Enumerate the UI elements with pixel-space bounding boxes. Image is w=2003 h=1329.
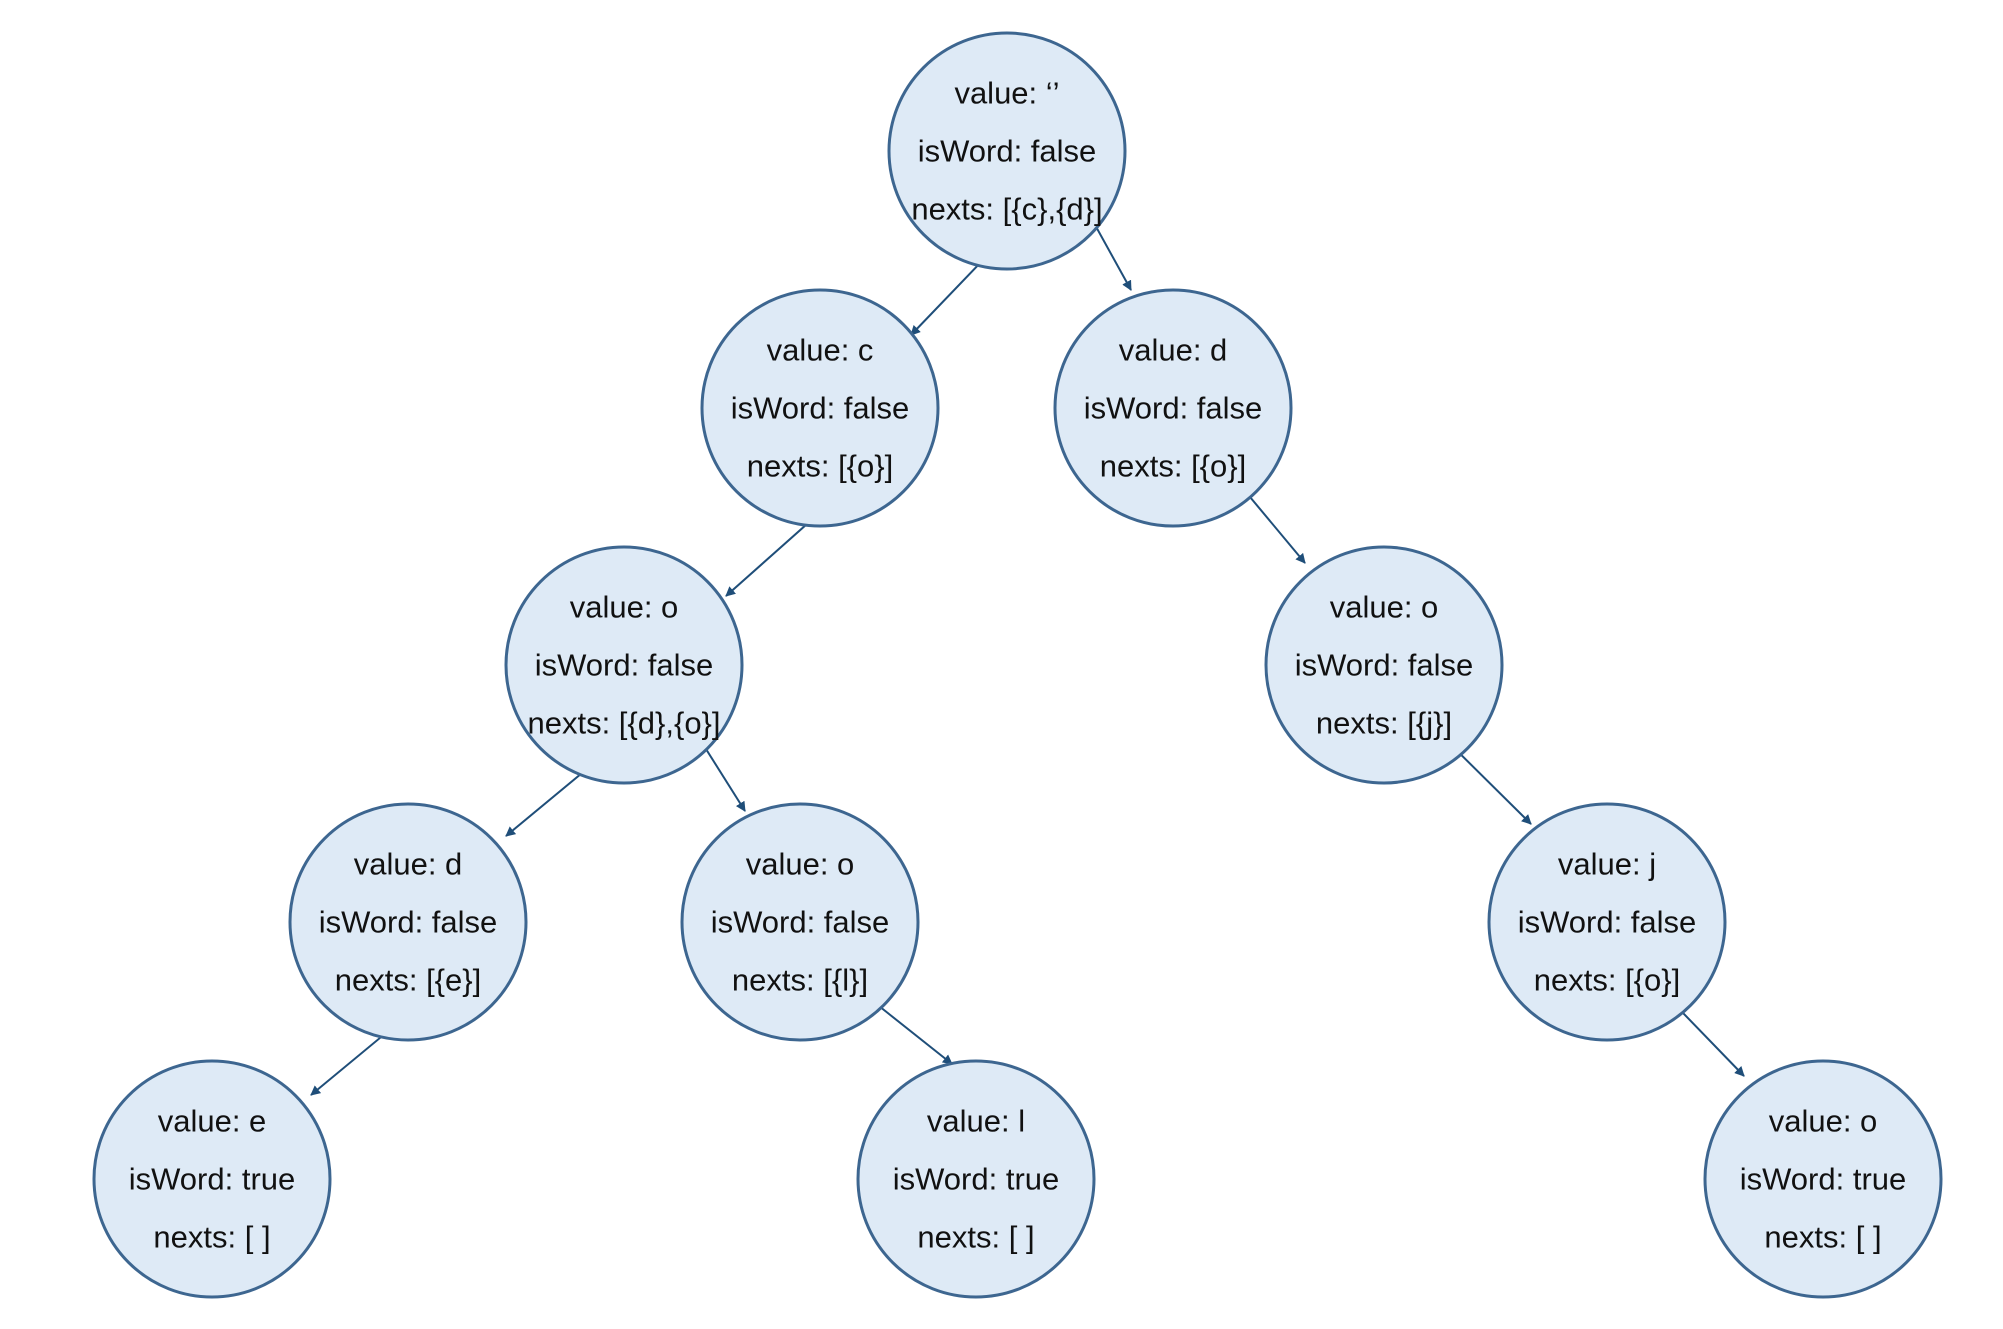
node-value-label: value: l <box>927 1104 1025 1139</box>
node-circle <box>1703 1059 1943 1299</box>
node-doj: value: j isWord: false nexts: [{o}] <box>1487 802 1727 1042</box>
node-cool: value: l isWord: true nexts: [ ] <box>856 1059 1096 1299</box>
node-circle <box>680 802 920 1042</box>
node-d: value: d isWord: false nexts: [{o}] <box>1053 288 1293 528</box>
node-isword-label: isWord: false <box>535 648 714 683</box>
node-circle <box>856 1059 1096 1299</box>
node-value-label: value: o <box>746 847 855 882</box>
node-value-label: value: d <box>354 847 463 882</box>
node-circle <box>700 288 940 528</box>
node-c: value: c isWord: false nexts: [{o}] <box>700 288 940 528</box>
node-value-label: value: e <box>158 1104 267 1139</box>
node-do: value: o isWord: false nexts: [{j}] <box>1264 545 1504 785</box>
node-circle <box>92 1059 332 1299</box>
node-value-label: value: ‘’ <box>954 76 1059 111</box>
node-isword-label: isWord: true <box>129 1162 296 1197</box>
node-value-label: value: c <box>767 333 874 368</box>
node-code: value: e isWord: true nexts: [ ] <box>92 1059 332 1299</box>
node-nexts-label: nexts: [{c},{d}] <box>911 192 1102 227</box>
node-coo: value: o isWord: false nexts: [{l}] <box>680 802 920 1042</box>
node-nexts-label: nexts: [ ] <box>917 1220 1034 1255</box>
node-nexts-label: nexts: [ ] <box>153 1220 270 1255</box>
node-value-label: value: o <box>1769 1104 1878 1139</box>
node-nexts-label: nexts: [{o}] <box>747 449 894 484</box>
node-circle <box>504 545 744 785</box>
node-isword-label: isWord: false <box>319 905 498 940</box>
node-co: value: o isWord: false nexts: [{d},{o}] <box>504 545 744 785</box>
node-circle <box>1053 288 1293 528</box>
node-circle <box>288 802 528 1042</box>
node-nexts-label: nexts: [{d},{o}] <box>527 706 720 741</box>
node-isword-label: isWord: true <box>1740 1162 1907 1197</box>
node-nexts-label: nexts: [{e}] <box>335 963 482 998</box>
node-circle <box>1264 545 1504 785</box>
node-nexts-label: nexts: [{o}] <box>1534 963 1681 998</box>
node-nexts-label: nexts: [{o}] <box>1100 449 1247 484</box>
node-isword-label: isWord: false <box>1295 648 1474 683</box>
node-value-label: value: j <box>1558 847 1656 882</box>
node-cod: value: d isWord: false nexts: [{e}] <box>288 802 528 1042</box>
node-nexts-label: nexts: [{l}] <box>732 963 868 998</box>
node-circle <box>887 31 1127 271</box>
node-value-label: value: d <box>1119 333 1228 368</box>
node-nexts-label: nexts: [ ] <box>1764 1220 1881 1255</box>
node-isword-label: isWord: false <box>918 134 1097 169</box>
node-isword-label: isWord: false <box>731 391 910 426</box>
node-isword-label: isWord: false <box>711 905 890 940</box>
node-value-label: value: o <box>570 590 679 625</box>
node-root: value: ‘’ isWord: false nexts: [{c},{d}] <box>887 31 1127 271</box>
node-isword-label: isWord: true <box>893 1162 1060 1197</box>
node-isword-label: isWord: false <box>1518 905 1697 940</box>
node-dojo: value: o isWord: true nexts: [ ] <box>1703 1059 1943 1299</box>
node-isword-label: isWord: false <box>1084 391 1263 426</box>
node-value-label: value: o <box>1330 590 1439 625</box>
node-nexts-label: nexts: [{j}] <box>1316 706 1452 741</box>
node-circle <box>1487 802 1727 1042</box>
